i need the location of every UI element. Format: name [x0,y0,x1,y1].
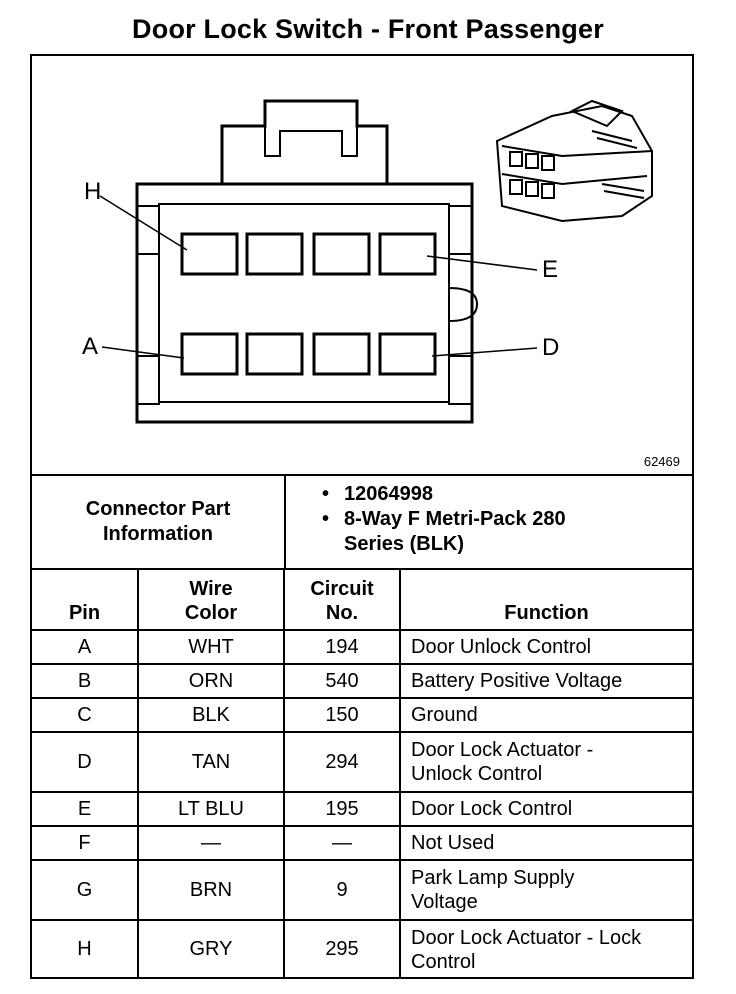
callout-d: D [542,334,560,361]
page-title: Door Lock Switch - Front Passenger [132,14,604,44]
header-pin: Pin [32,570,139,631]
header-wire-color: Wire Color [137,570,285,631]
connector-face-drawing [99,99,653,424]
figure-number: 62469 [643,454,680,469]
callout-e: E [542,256,559,283]
header-circuit-no: Circuit No. [283,570,401,631]
table-row: G BRN 9 Park Lamp Supply Voltage [32,859,692,921]
callout-h: H [84,178,102,205]
connector-sheet: H E A D 62469 Connector Part Information… [30,54,694,979]
callout-a: A [82,333,99,360]
table-row: H GRY 295 Door Lock Actuator - Lock Cont… [32,919,692,978]
connector-info-bullets: •12064998 •8-Way F Metri-Pack 280 Series… [322,482,614,557]
table-header-row: Pin Wire Color Circuit No. Function [32,570,692,631]
connector-info-label: Connector Part Information [32,476,286,568]
connector-part-information: Connector Part Information •12064998 •8-… [32,476,692,570]
connector-type: 8-Way F Metri-Pack 280 Series (BLK) [344,508,566,555]
bullet-item: •8-Way F Metri-Pack 280 Series (BLK) [322,507,614,557]
table-row: E LT BLU 195 Door Lock Control [32,791,692,827]
pin-table: Pin Wire Color Circuit No. Function A WH… [32,570,692,978]
table-row: B ORN 540 Battery Positive Voltage [32,663,692,699]
cavity-d [378,332,437,376]
table-row: D TAN 294 Door Lock Actuator - Unlock Co… [32,731,692,793]
header-function: Function [399,570,692,631]
bullet-item: •12064998 [322,483,433,505]
table-row: A WHT 194 Door Unlock Control [32,629,692,665]
cavity-e [378,232,437,276]
connector-diagram: H E A D 62469 [32,56,692,476]
table-row: F — — Not Used [32,825,692,861]
part-number: 12064998 [344,483,433,505]
table-row: C BLK 150 Ground [32,697,692,733]
cavity-a [180,332,239,376]
cavity-h [180,232,239,276]
